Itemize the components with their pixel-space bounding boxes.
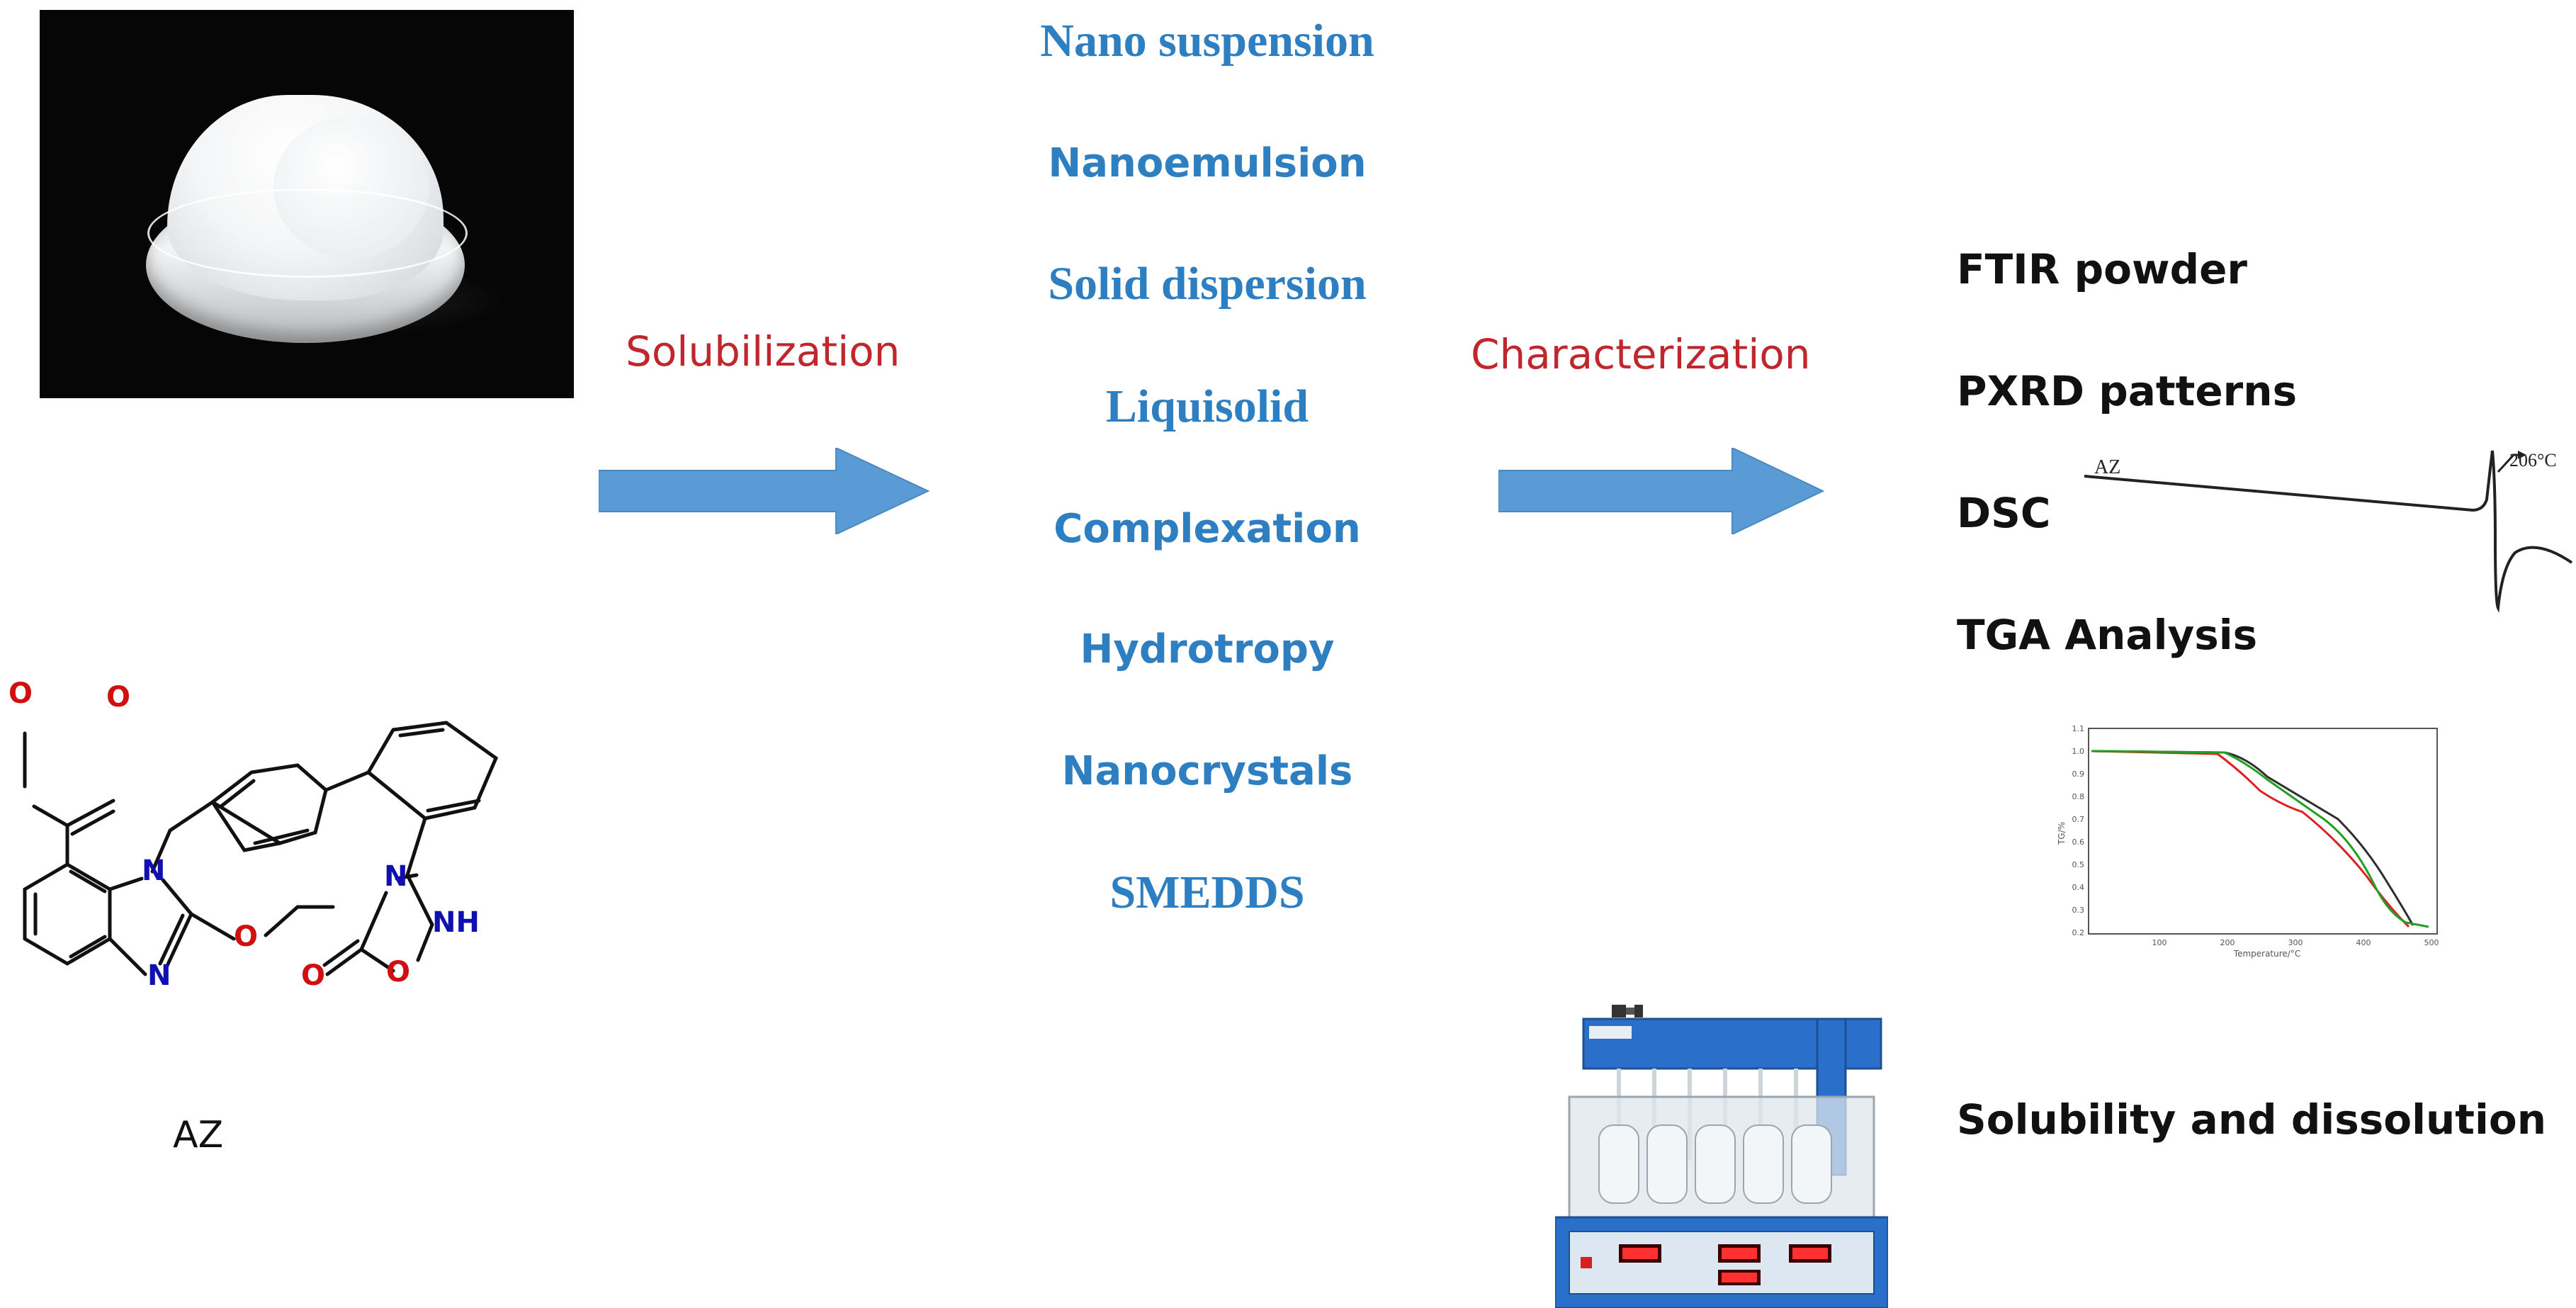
method-liquisolid: Liquisolid	[1105, 380, 1309, 432]
tga-x-tick: 200	[2220, 938, 2235, 947]
atom-oxygen: O	[9, 677, 33, 710]
method-nanocrystals: Nanocrystals	[1061, 748, 1353, 794]
tga-x-label: Temperature/°C	[2233, 949, 2300, 959]
tga-y-tick: 0.8	[2072, 792, 2085, 801]
powder-photo	[40, 10, 574, 398]
dsc-sample-label: AZ	[2094, 456, 2120, 478]
tga-chart: 1.1 1.0 0.9 0.8 0.7 0.6 0.5 0.4 0.3 0.2 …	[2057, 724, 2439, 959]
dissolution-apparatus	[1555, 1005, 1888, 1308]
tga-y-tick: 0.7	[2072, 815, 2085, 824]
characterization-arrow	[1498, 448, 1825, 534]
char-dsc: DSC	[1957, 489, 2051, 537]
dsc-curve	[2084, 450, 2573, 614]
tga-series-green	[2091, 750, 2429, 928]
method-hydrotropy: Hydrotropy	[1080, 626, 1335, 672]
dsc-peak-label: 206°C	[2509, 450, 2557, 470]
char-tga: TGA Analysis	[1957, 611, 2258, 659]
tga-series-red	[2091, 750, 2410, 928]
tga-y-tick: 0.4	[2072, 883, 2085, 892]
method-smedds: SMEDDS	[1109, 867, 1305, 918]
atom-nitrogen: N	[142, 855, 165, 887]
tga-x-tick: 500	[2424, 938, 2439, 947]
atom-oxygen: O	[386, 956, 410, 988]
method-nano-suspension: Nano suspension	[1040, 15, 1374, 67]
char-ftir: FTIR powder	[1957, 245, 2248, 293]
method-complexation: Complexation	[1053, 506, 1361, 552]
char-pxrd: PXRD patterns	[1957, 367, 2298, 415]
tga-y-tick: 0.6	[2072, 838, 2085, 847]
atom-oxygen: O	[301, 959, 325, 992]
method-nanoemulsion: Nanoemulsion	[1048, 140, 1367, 186]
tga-x-tick: 400	[2356, 938, 2371, 947]
tga-y-tick: 0.3	[2072, 906, 2085, 915]
tga-y-tick: 0.9	[2072, 769, 2085, 779]
dsc-thermogram: AZ 206°C	[2084, 450, 2573, 614]
char-solubility-dissolution: Solubility and dissolution	[1957, 1095, 2547, 1144]
tga-x-tick: 100	[2152, 938, 2167, 947]
compound-label: AZ	[173, 1114, 224, 1156]
tga-y-tick: 0.2	[2072, 928, 2085, 937]
tga-series-dark	[2091, 750, 2414, 926]
dish-rim	[147, 188, 468, 278]
tga-y-tick: 1.0	[2072, 747, 2085, 756]
solubilization-label: Solubilization	[626, 327, 900, 376]
az-chemical-structure: O O N N O N NH O O	[9, 677, 499, 992]
vessels	[1598, 1124, 1832, 1204]
tga-y-ticks: 1.1 1.0 0.9 0.8 0.7 0.6 0.5 0.4 0.3 0.2	[2072, 724, 2085, 937]
atom-oxygen: O	[234, 920, 258, 953]
tga-plot-frame	[2088, 728, 2438, 935]
solubilization-arrow	[599, 448, 930, 534]
tga-y-label: TG/%	[2057, 822, 2067, 845]
tga-y-tick: 1.1	[2072, 724, 2085, 733]
atom-nitrogen: N	[384, 860, 407, 893]
characterization-label: Characterization	[1471, 330, 1811, 378]
tga-x-tick: 300	[2288, 938, 2303, 947]
atom-oxygen: O	[106, 681, 130, 714]
method-solid-dispersion: Solid dispersion	[1048, 258, 1367, 310]
atom-nh: NH	[432, 906, 480, 939]
tga-x-ticks: 100 200 300 400 500	[2152, 938, 2439, 947]
atom-nitrogen: N	[147, 959, 171, 992]
tga-y-tick: 0.5	[2072, 860, 2085, 869]
